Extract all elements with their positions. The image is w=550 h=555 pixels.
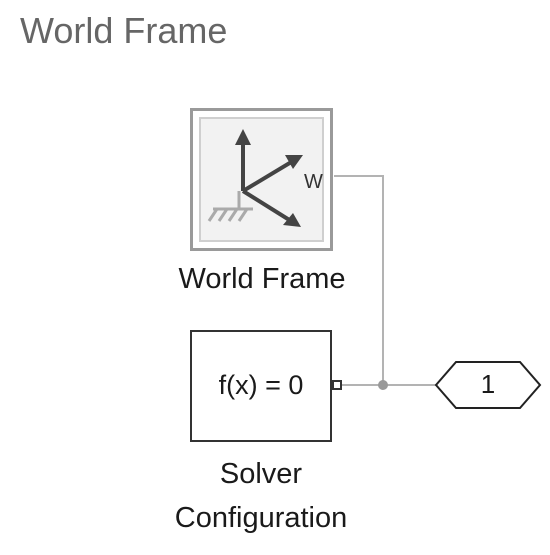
frame-axes-icon (235, 129, 303, 227)
page-title: World Frame (20, 10, 228, 51)
world-frame-caption: World Frame (178, 263, 346, 295)
solver-caption-line1: Solver (219, 458, 303, 490)
world-port-label: W (304, 171, 323, 193)
solver-configuration-block[interactable]: f(x) = 0 (190, 330, 332, 442)
ground-icon (207, 191, 253, 222)
connection-tag[interactable] (434, 361, 542, 409)
connection-tag-label: 1 (480, 369, 496, 399)
junction-dot (378, 380, 388, 390)
world-frame-block[interactable]: W (190, 108, 333, 251)
world-frame-wire[interactable] (334, 175, 384, 385)
solver-expression: f(x) = 0 (218, 370, 304, 400)
solver-port-icon[interactable] (332, 380, 342, 390)
solver-caption-line2: Configuration (174, 502, 348, 534)
world-frame-icon (207, 129, 303, 227)
